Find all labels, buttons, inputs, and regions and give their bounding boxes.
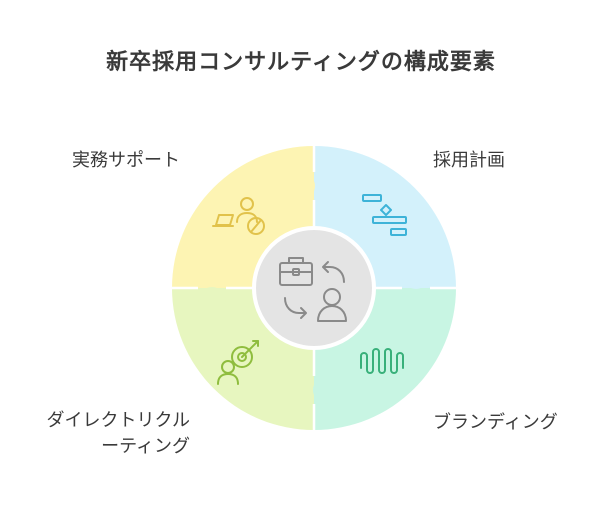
recruiter-target-icon <box>217 340 259 385</box>
tab-left <box>198 287 226 315</box>
diagram-title: 新卒採用コンサルティングの構成要素 <box>106 50 496 75</box>
briefcase-icon <box>279 257 313 286</box>
gantt-chart-icon <box>362 194 407 236</box>
cycle-arrows-icon <box>284 261 345 319</box>
person-icon <box>317 288 347 322</box>
user-laptop-icon <box>212 197 265 235</box>
waveform-icon <box>360 348 404 374</box>
label-saiyou-keikaku: 採用計画 <box>433 150 505 171</box>
tab-bottom <box>313 376 341 404</box>
center-circle <box>252 226 376 350</box>
label-branding: ブランディング <box>433 412 558 433</box>
label-direct-recruiting: ダイレクトリクル ーティング <box>47 408 190 460</box>
label-direct-recruiting-line1: ダイレクトリクル <box>46 410 190 431</box>
label-jitsumu-support: 実務サポート <box>72 150 180 171</box>
tab-top <box>287 172 315 200</box>
tab-right <box>402 261 430 289</box>
label-direct-recruiting-line2: ーティング <box>101 436 190 457</box>
